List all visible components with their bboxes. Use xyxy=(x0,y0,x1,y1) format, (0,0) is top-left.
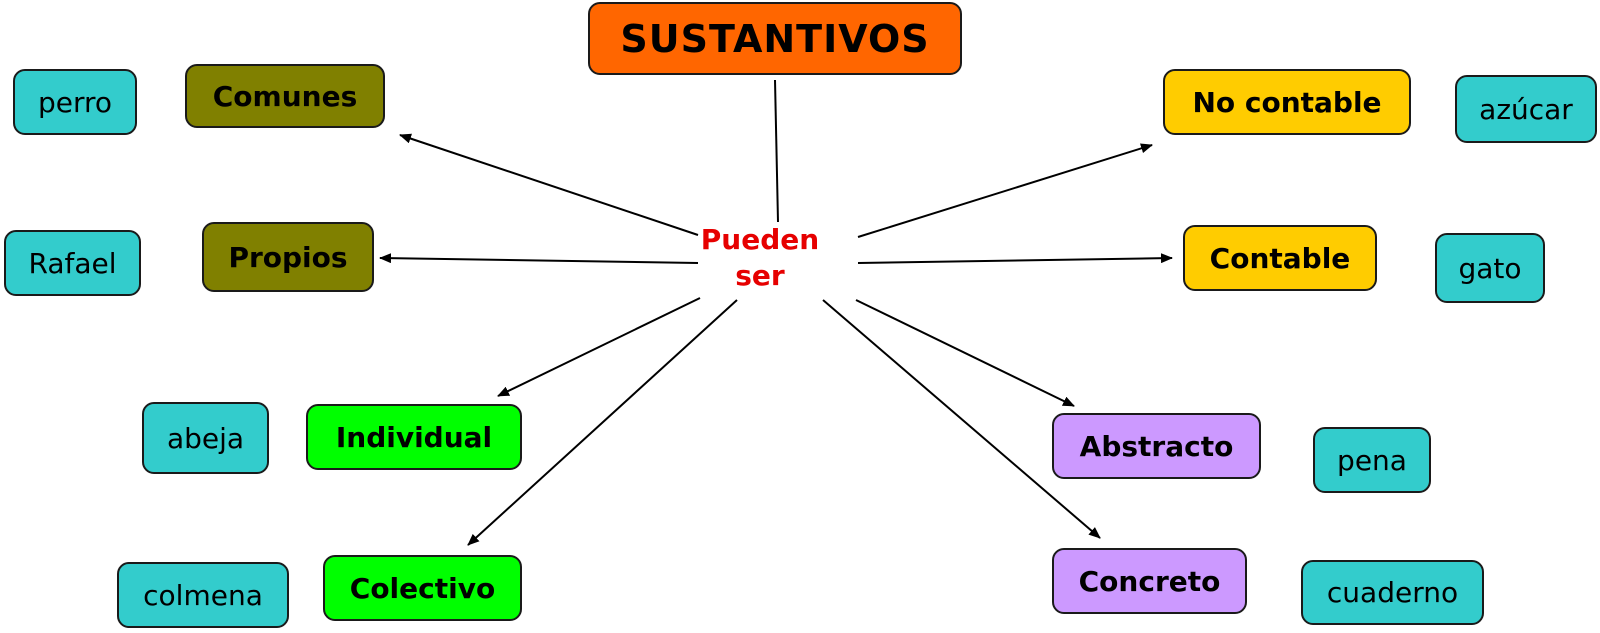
category-abstracto: Abstracto xyxy=(1052,413,1261,479)
category-concreto: Concreto xyxy=(1052,548,1247,614)
arrow-to-contable xyxy=(857,253,1173,264)
arrow-to-comunes xyxy=(399,133,699,236)
example-abeja: abeja xyxy=(142,402,269,474)
arrow-to-colectivo xyxy=(467,299,738,546)
title-to-linker-line xyxy=(774,79,779,223)
example-pena: pena xyxy=(1313,427,1431,493)
title-node: SUSTANTIVOS xyxy=(588,2,962,75)
arrow-to-concreto xyxy=(822,299,1101,539)
example-cuaderno: cuaderno xyxy=(1301,560,1484,625)
linking-phrase-line2: ser xyxy=(735,259,785,292)
example-colmena: colmena xyxy=(117,562,289,628)
arrow-to-no-contable xyxy=(857,143,1153,238)
category-contable: Contable xyxy=(1183,225,1377,291)
arrow-to-propios xyxy=(379,253,699,264)
example-azucar: azúcar xyxy=(1455,75,1597,143)
arrow-to-individual xyxy=(497,297,701,397)
category-comunes: Comunes xyxy=(185,64,385,128)
example-gato: gato xyxy=(1435,233,1545,303)
arrow-to-abstracto xyxy=(855,299,1075,407)
linking-phrase: Pueden ser xyxy=(680,222,840,294)
category-propios: Propios xyxy=(202,222,374,292)
category-no-contable: No contable xyxy=(1163,69,1411,135)
category-individual: Individual xyxy=(306,404,522,470)
category-colectivo: Colectivo xyxy=(323,555,522,621)
linking-phrase-line1: Pueden xyxy=(700,223,820,256)
example-rafael: Rafael xyxy=(4,230,141,296)
example-perro: perro xyxy=(13,69,137,135)
